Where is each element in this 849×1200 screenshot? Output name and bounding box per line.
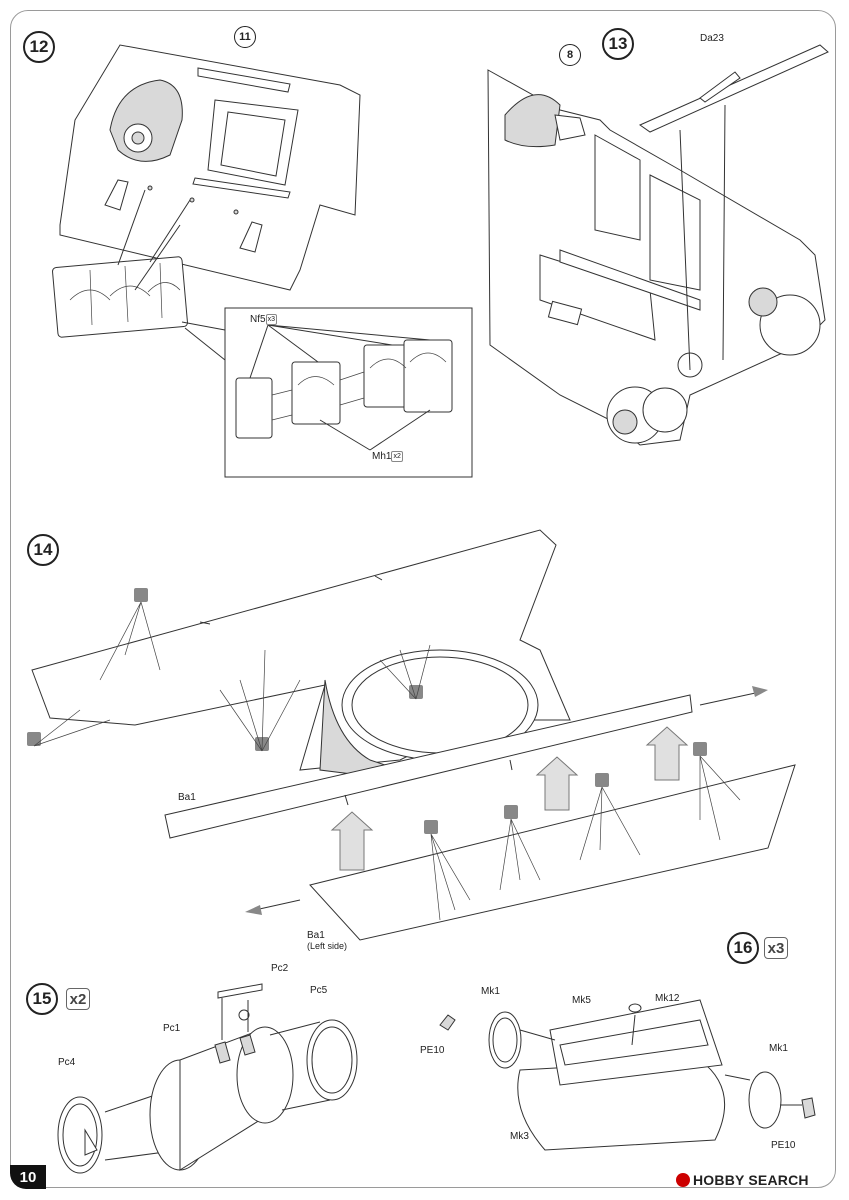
step12-plate-drawing bbox=[59, 44, 361, 291]
part-label-mk1-right: Mk1 bbox=[769, 1043, 788, 1054]
step-number-15: 15 bbox=[26, 983, 58, 1015]
step13-hull-drawing bbox=[487, 44, 829, 446]
part-label-pc2: Pc2 bbox=[271, 963, 289, 974]
part-code-ba1-bottom: Ba1 bbox=[307, 930, 325, 941]
hobby-search-logo-icon bbox=[676, 1173, 690, 1187]
step-number-16: 16 bbox=[727, 932, 759, 964]
part-label-ba1-left-side: Ba1 (Left side) bbox=[307, 930, 347, 951]
part-label-mk5: Mk5 bbox=[572, 995, 591, 1006]
step12-track-links bbox=[52, 189, 191, 338]
part-label-pe10-right: PE10 bbox=[771, 1140, 796, 1151]
step15-multiplier-badge: x2 bbox=[66, 988, 90, 1010]
page-frame bbox=[10, 10, 836, 1188]
part-label-nf5: Nf5 x3 bbox=[250, 314, 277, 325]
watermark: HOBBY SEARCH bbox=[676, 1172, 809, 1188]
subassembly-11-marker: 11 bbox=[234, 26, 256, 48]
part-label-pc5: Pc5 bbox=[310, 985, 328, 996]
subassembly-8-marker: 8 bbox=[559, 44, 581, 66]
part-code-nf5: Nf5 bbox=[250, 314, 266, 325]
part-label-pe10-left: PE10 bbox=[420, 1045, 445, 1056]
step-number-14: 14 bbox=[27, 534, 59, 566]
step14-floor-drawing bbox=[27, 529, 796, 941]
part-label-ba1-top: Ba1 bbox=[178, 792, 196, 803]
part-code-mh1: Mh1 bbox=[372, 451, 392, 462]
part-note-left-side: (Left side) bbox=[307, 941, 348, 951]
part-label-mk12: Mk12 bbox=[655, 993, 680, 1004]
step12-detail-box bbox=[181, 307, 473, 478]
part-label-mh1: Mh1 x2 bbox=[372, 451, 403, 462]
watermark-text: HOBBY SEARCH bbox=[693, 1172, 809, 1188]
part-label-mk3: Mk3 bbox=[510, 1131, 529, 1142]
part-label-pc1: Pc1 bbox=[163, 1023, 181, 1034]
step-number-13: 13 bbox=[602, 28, 634, 60]
part-label-mk1-left: Mk1 bbox=[481, 986, 500, 997]
part-qty-mh1: x2 bbox=[391, 451, 403, 462]
part-label-da23: Da23 bbox=[700, 33, 724, 44]
part-qty-nf5: x3 bbox=[265, 314, 277, 325]
part-label-pc4: Pc4 bbox=[58, 1057, 76, 1068]
step16-box-drawing bbox=[439, 999, 816, 1151]
step-number-12: 12 bbox=[23, 31, 55, 63]
page-number: 10 bbox=[10, 1165, 46, 1189]
step16-multiplier-badge: x3 bbox=[764, 937, 788, 959]
step15-drum-drawing bbox=[57, 983, 358, 1174]
